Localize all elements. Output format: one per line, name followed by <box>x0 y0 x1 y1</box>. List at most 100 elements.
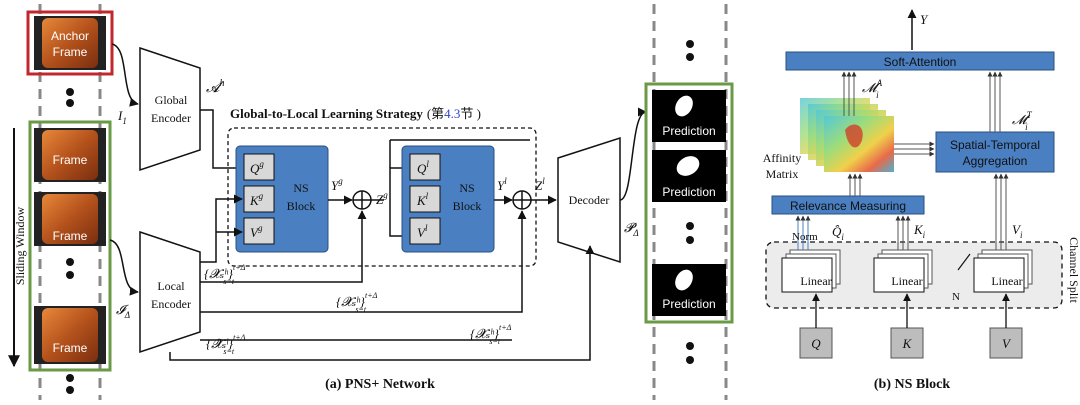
add-node-1 <box>352 190 372 210</box>
strategy-title: Global-to-Local Learning Strategy(第4.3节 … <box>230 106 481 121</box>
relevance-to-affinity <box>847 173 863 196</box>
norm-arrows <box>795 215 811 250</box>
ellipsis-dot <box>66 386 74 394</box>
prediction-window-box <box>644 82 734 324</box>
svg-text:Global: Global <box>155 93 188 107</box>
affinity-label-1: Affinity <box>763 151 801 165</box>
prediction-1: Prediction <box>652 90 726 142</box>
skip-h-1 <box>200 210 367 283</box>
svg-text:Block: Block <box>453 199 482 213</box>
caption-b: (b) NS Block <box>874 377 950 392</box>
svg-text:NS: NS <box>459 181 474 195</box>
norm-label: Norm <box>792 231 818 243</box>
p-delta-label: 𝓟Δ <box>624 220 639 238</box>
svg-text:NS: NS <box>293 181 308 195</box>
svg-text:Q: Q <box>811 336 821 351</box>
svg-text:Local: Local <box>157 279 185 293</box>
n-label: N <box>952 291 960 303</box>
svg-text:Vg: Vg <box>250 223 263 240</box>
k-to-relevance <box>895 215 911 250</box>
sliding-window-box <box>28 120 112 372</box>
affinity-matrix <box>800 98 894 172</box>
svg-text:Encoder: Encoder <box>151 297 191 311</box>
caption-a: (a) PNS+ Network <box>325 377 435 392</box>
n-slash <box>957 253 971 271</box>
frame-2: Frame <box>34 192 106 246</box>
local-encoder: Local Encoder <box>139 230 201 354</box>
global-encoder: Global Encoder <box>139 46 201 172</box>
svg-text:Prediction: Prediction <box>662 124 715 138</box>
svg-text:Linear: Linear <box>891 274 922 288</box>
q-hat-label: Q̂i <box>832 224 844 242</box>
linear-q: Linear <box>781 249 841 293</box>
svg-text:Soft-Attention: Soft-Attention <box>884 55 957 69</box>
frame-label: Frame <box>53 153 88 167</box>
svg-text:Aggregation: Aggregation <box>963 154 1028 168</box>
yg-label: Yg <box>331 176 343 193</box>
svg-text:Qg: Qg <box>250 159 264 176</box>
svg-text:Prediction: Prediction <box>662 185 715 199</box>
local-to-k-arrow <box>200 194 243 263</box>
affinity-to-aggregation <box>894 141 935 157</box>
svg-text:Prediction: Prediction <box>662 297 715 311</box>
aggregation-to-attention <box>987 71 1003 132</box>
strategy-box <box>227 127 537 267</box>
soft-attention-block: Soft-Attention <box>785 51 1055 71</box>
anchor-frame: Anchor Frame <box>26 10 114 76</box>
ellipsis-dot <box>66 271 74 279</box>
svg-text:Encoder: Encoder <box>151 111 191 125</box>
add-node-2 <box>512 190 532 210</box>
linear-k: Linear <box>873 249 933 293</box>
spatial-temporal-block: Spatial-Temporal Aggregation <box>935 131 1055 173</box>
svg-text:Ql: Ql <box>417 159 429 176</box>
k-i-label: Ki <box>913 222 926 240</box>
input-q: Q <box>799 327 833 359</box>
frame-label: Frame <box>53 229 88 243</box>
svg-text:Linear: Linear <box>991 274 1022 288</box>
anchor-frame-label-2: Frame <box>53 45 88 59</box>
window-input-arrow <box>109 239 139 296</box>
anchor-to-q-arrow <box>200 109 245 173</box>
anchor-frame-label-1: Anchor <box>51 29 89 43</box>
svg-text:K: K <box>902 336 913 351</box>
frame-1: Frame <box>34 128 106 182</box>
v-to-aggregation <box>993 173 1009 250</box>
yl-label: Yl <box>497 176 507 193</box>
svg-text:Kg: Kg <box>249 191 264 208</box>
anchor-input-arrow <box>111 43 139 107</box>
svg-text:Spatial-Temporal: Spatial-Temporal <box>950 138 1040 152</box>
film-strip: Anchor Frame Frame Frame Frame Sliding W… <box>8 4 114 400</box>
affinity-to-attention <box>841 71 857 116</box>
skip-l <box>169 245 595 361</box>
svg-text:Linear: Linear <box>800 274 831 288</box>
input-window-label: 𝓘Δ <box>116 302 130 320</box>
output-label: Y <box>920 12 929 27</box>
channel-split-label: Channel Split <box>1067 237 1080 303</box>
decoder-output-arrow <box>619 107 647 201</box>
svg-text:Block: Block <box>287 199 316 213</box>
v-i-label: Vi <box>1012 222 1023 240</box>
input-anchor-label: I1 <box>117 108 127 126</box>
zg-label: Zg <box>376 190 388 207</box>
prediction-2: Prediction <box>652 150 726 202</box>
relevance-measuring-block: Relevance Measuring <box>771 195 925 215</box>
svg-text:Decoder: Decoder <box>569 193 610 207</box>
zl-label: Zl <box>535 176 545 193</box>
svg-text:Relevance Measuring: Relevance Measuring <box>790 199 906 213</box>
frame-3: Frame <box>34 306 106 364</box>
svg-text:Kl: Kl <box>416 191 429 208</box>
input-v: V <box>989 327 1023 359</box>
ns-block-local: Ql Kl Vl NS Block <box>401 145 495 253</box>
ellipsis-dot <box>66 258 74 266</box>
svg-text:Vl: Vl <box>417 223 428 240</box>
ellipsis-dot <box>66 374 74 382</box>
svg-text:V: V <box>1002 336 1012 351</box>
ellipsis-dot <box>66 99 74 107</box>
